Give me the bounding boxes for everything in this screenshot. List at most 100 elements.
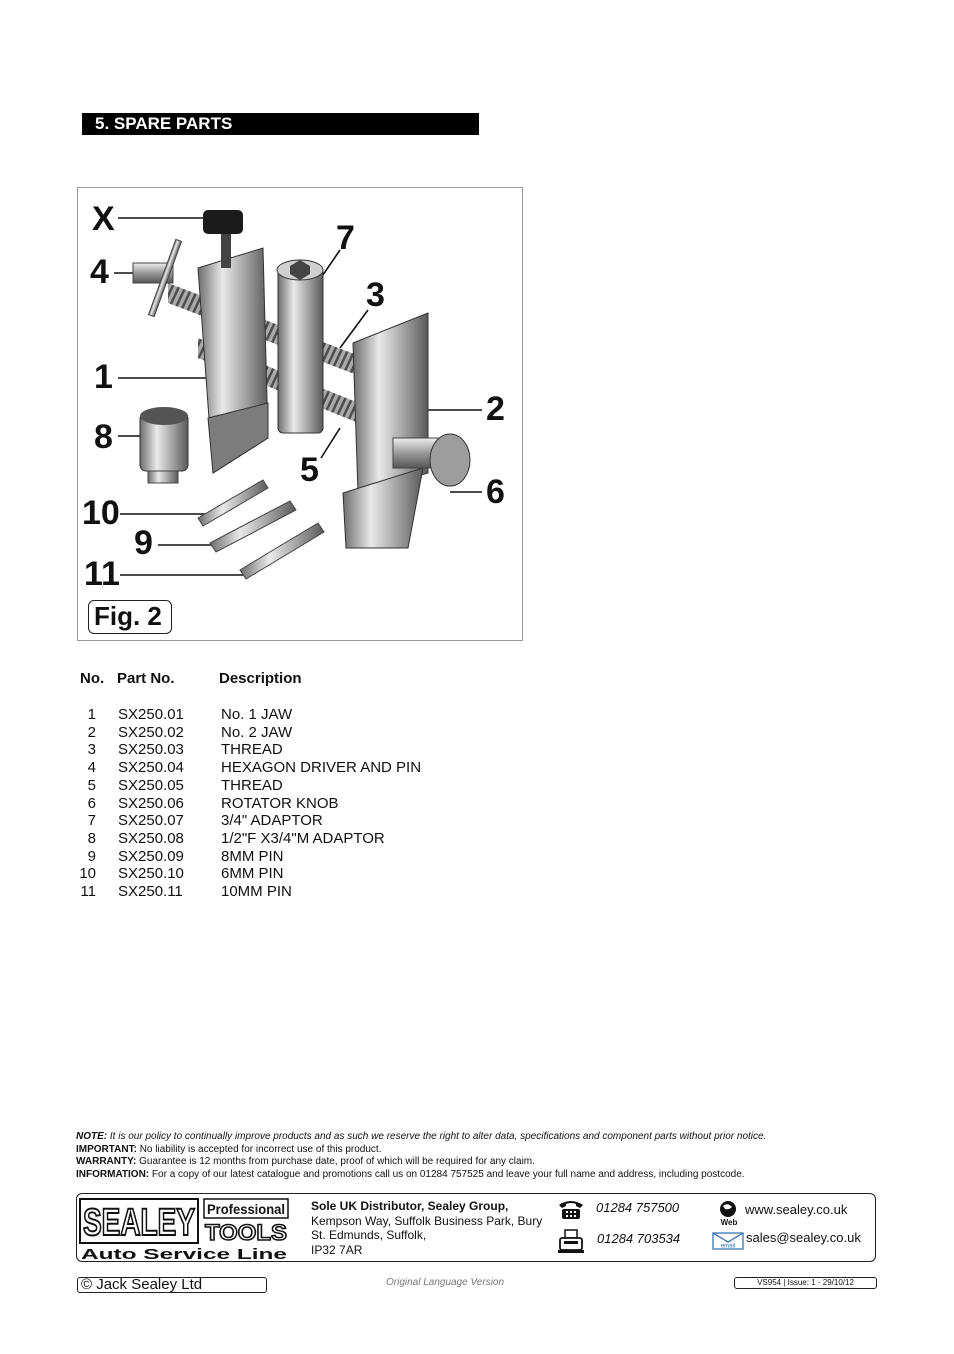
row-number: 4 — [87, 759, 96, 777]
table-row: 7 SX250.07 3/4" ADAPTOR — [76, 812, 476, 830]
information-label: INFORMATION: — [76, 1168, 150, 1180]
fax-number: 01284 703534 — [597, 1231, 681, 1246]
table-row: 6 SX250.06 ROTATOR KNOB — [76, 795, 476, 813]
notes-block: NOTE: It is our policy to continually im… — [76, 1131, 876, 1181]
information-line: INFORMATION: For a copy of our latest ca… — [76, 1169, 876, 1182]
information-text: For a copy of our latest catalogue and p… — [151, 1168, 745, 1180]
table-row: 11 SX250.11 10MM PIN — [76, 883, 476, 901]
row-part-number: SX250.02 — [118, 723, 184, 741]
copyright-box: © Jack Sealey Ltd — [77, 1277, 267, 1293]
fax-icon — [558, 1229, 584, 1253]
table-row: 10 SX250.10 6MM PIN — [76, 865, 476, 883]
important-label: IMPORTANT: — [76, 1143, 137, 1155]
table-row: 3 SX250.03 THREAD — [76, 741, 476, 759]
callout-8: 8 — [94, 418, 113, 456]
table-row: 1 SX250.01 No. 1 JAW — [76, 706, 476, 724]
callout-9: 9 — [134, 524, 153, 562]
row-number: 8 — [87, 829, 96, 847]
distributor-address: Sole UK Distributor, Sealey Group, Kemps… — [311, 1199, 551, 1257]
important-line: IMPORTANT: No liability is accepted for … — [76, 1144, 876, 1157]
header-description: Description — [219, 670, 302, 687]
row-part-number: SX250.09 — [118, 847, 184, 865]
row-part-number: SX250.08 — [118, 829, 184, 847]
callout-7: 7 — [336, 219, 355, 257]
row-description: HEXAGON DRIVER AND PIN — [221, 759, 422, 777]
callout-5: 5 — [300, 451, 319, 489]
web-icon-label: Web — [721, 1218, 738, 1226]
row-number: 9 — [87, 847, 96, 865]
row-description: 1/2"F X3/4"M ADAPTOR — [221, 829, 385, 847]
logo-brand: SEALEY — [83, 1202, 195, 1244]
website-link[interactable]: www.sealey.co.uk — [745, 1202, 848, 1217]
note-label: NOTE: — [76, 1131, 108, 1142]
web-icon[interactable]: Web — [717, 1200, 741, 1226]
callout-2: 2 — [486, 390, 505, 428]
table-row: 5 SX250.05 THREAD — [76, 777, 476, 795]
logo-tools: TOOLS — [205, 1220, 287, 1245]
row-description: 10MM PIN — [221, 883, 292, 900]
warranty-text: Guarantee is 12 months from purchase dat… — [139, 1156, 535, 1167]
telephone-icon — [559, 1201, 583, 1219]
row-part-number: SX250.01 — [118, 706, 184, 723]
row-number: 2 — [87, 723, 96, 741]
callout-6: 6 — [486, 473, 505, 511]
row-part-number: SX250.06 — [118, 794, 184, 812]
address-line-2: St. Edmunds, Suffolk, — [311, 1228, 427, 1242]
row-part-number: SX250.10 — [118, 865, 184, 883]
row-description: No. 1 JAW — [221, 706, 293, 723]
row-number: 5 — [87, 776, 96, 794]
phone-number: 01284 757500 — [596, 1200, 680, 1215]
table-row: 2 SX250.02 No. 2 JAW — [76, 724, 476, 742]
header-no: No. — [80, 670, 105, 687]
row-number: 7 — [87, 812, 96, 830]
address-line-3: IP32 7AR — [311, 1242, 363, 1257]
callout-x: X — [92, 200, 115, 238]
email-icon[interactable]: email — [712, 1232, 744, 1250]
row-number: 6 — [87, 794, 96, 812]
note-line: NOTE: It is our policy to continually im… — [76, 1131, 876, 1144]
callout-11: 11 — [84, 555, 120, 593]
row-description: 8MM PIN — [221, 847, 284, 865]
table-row: 9 SX250.09 8MM PIN — [76, 848, 476, 866]
row-part-number: SX250.03 — [118, 741, 184, 759]
row-description: 3/4" ADAPTOR — [221, 812, 323, 830]
note-text: It is our policy to continually improve … — [109, 1131, 767, 1142]
callout-10: 10 — [82, 494, 120, 532]
email-link[interactable]: sales@sealey.co.uk — [746, 1230, 861, 1245]
email-icon-label: email — [721, 1244, 735, 1250]
distributor-title: Sole UK Distributor, Sealey Group, — [311, 1199, 509, 1213]
row-description: 6MM PIN — [221, 865, 284, 883]
section-title: 5. SPARE PARTS — [82, 113, 479, 135]
row-number: 3 — [87, 741, 96, 759]
logo-service-line: Auto Service Line — [81, 1246, 287, 1261]
address-line-1: Kempson Way, Suffolk Business Park, Bury — [311, 1213, 543, 1228]
callout-3: 3 — [366, 276, 385, 314]
row-description: THREAD — [221, 741, 283, 759]
row-part-number: SX250.07 — [118, 812, 184, 830]
row-number: 11 — [80, 883, 96, 900]
row-part-number: SX250.05 — [118, 776, 184, 794]
table-row: 8 SX250.08 1/2"F X3/4"M ADAPTOR — [76, 830, 476, 848]
warranty-line: WARRANTY: Guarantee is 12 months from pu… — [76, 1156, 876, 1169]
row-description: THREAD — [221, 776, 283, 794]
language-version: Original Language Version — [386, 1277, 505, 1288]
logo-professional: Professional — [207, 1201, 285, 1217]
figure-label: Fig. 2 — [88, 600, 172, 634]
warranty-label: WARRANTY: — [76, 1156, 137, 1167]
row-description: No. 2 JAW — [221, 723, 293, 741]
row-part-number: SX250.11 — [118, 883, 183, 900]
parts-figure: X 7 4 3 1 2 8 5 6 10 9 11 Fig. 2 — [77, 187, 523, 641]
callout-1: 1 — [94, 358, 113, 396]
tool-illustration — [114, 210, 482, 580]
row-number: 10 — [79, 865, 96, 883]
header-part-no: Part No. — [117, 670, 175, 687]
issue-box: VS954 | Issue: 1 - 29/10/12 — [734, 1277, 877, 1289]
callout-4: 4 — [90, 253, 109, 291]
row-description: ROTATOR KNOB — [221, 794, 339, 812]
footer-contact-box: SEALEY Professional TOOLS Auto Service L… — [76, 1193, 876, 1262]
row-number: 1 — [87, 706, 96, 723]
important-text: No liability is accepted for incorrect u… — [139, 1143, 382, 1155]
row-part-number: SX250.04 — [118, 759, 184, 777]
sealey-logo: SEALEY Professional TOOLS Auto Service L… — [79, 1198, 289, 1261]
table-row: 4 SX250.04 HEXAGON DRIVER AND PIN — [76, 759, 476, 777]
